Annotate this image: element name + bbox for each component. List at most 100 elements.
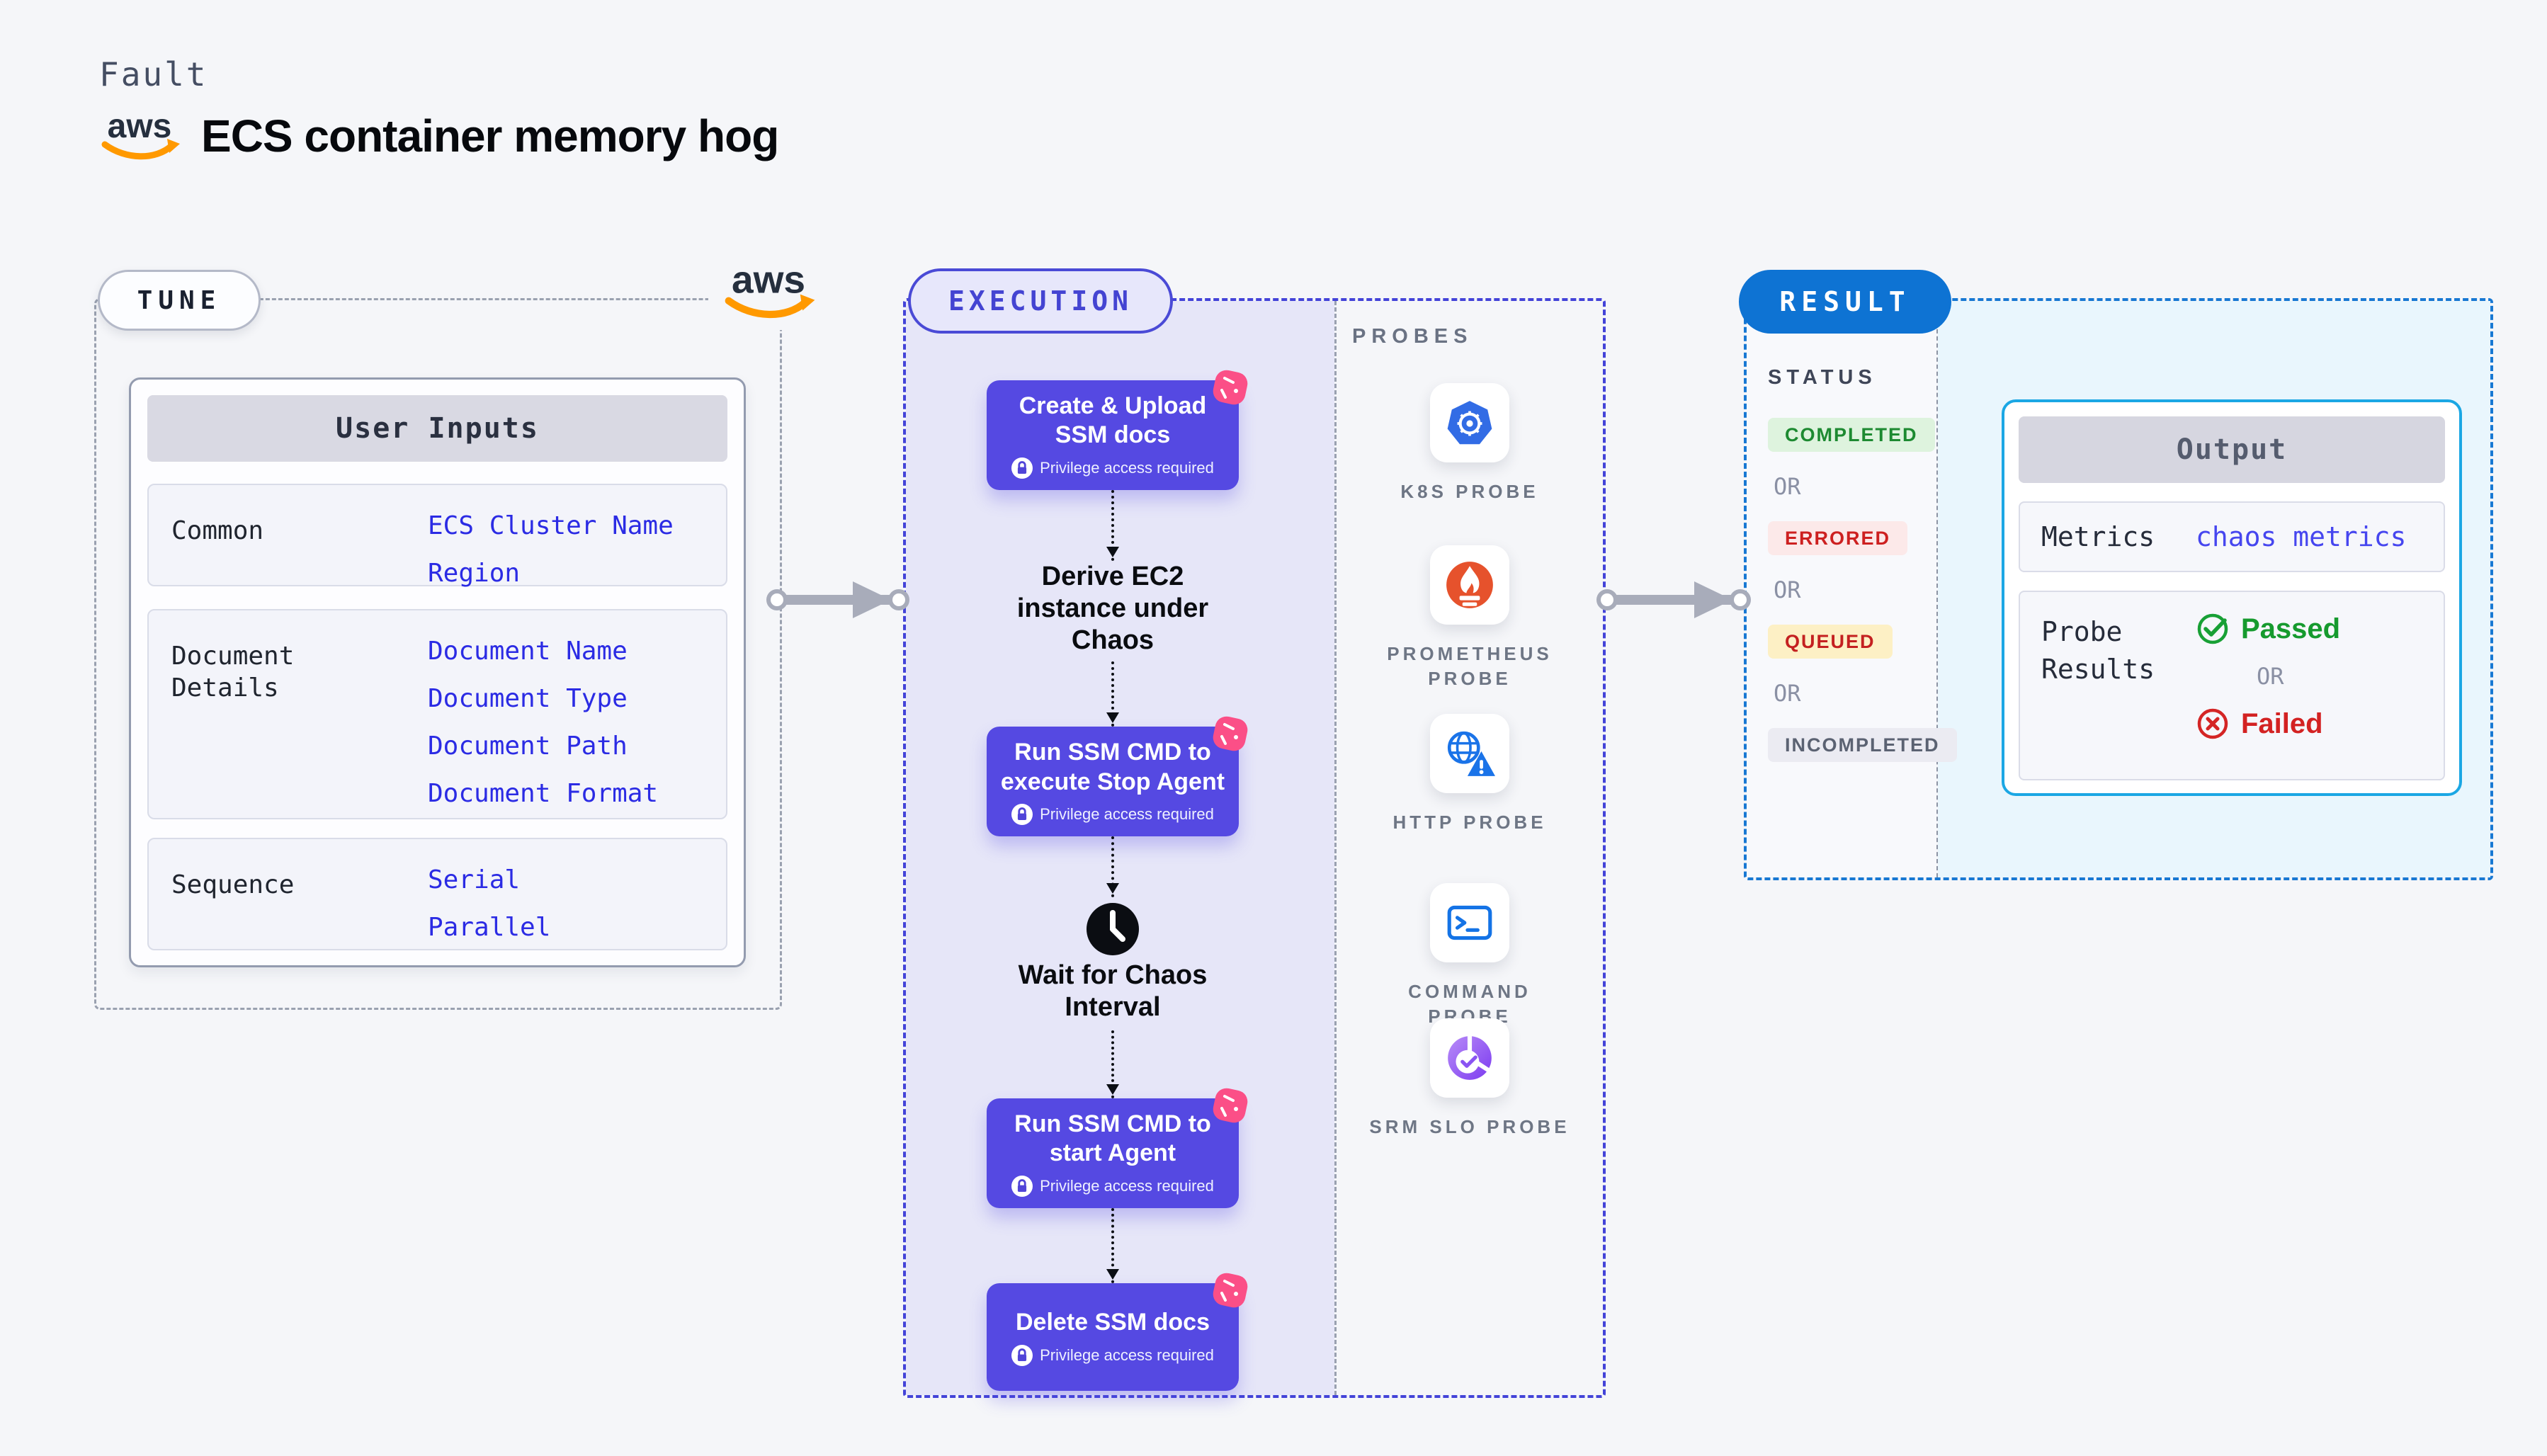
lock-icon (1011, 1175, 1033, 1197)
flow-connector (1106, 1207, 1119, 1283)
aws-logo-icon: aws (708, 252, 829, 330)
user-inputs-header: User Inputs (147, 395, 727, 462)
svg-text:aws: aws (108, 108, 172, 145)
lock-icon (1011, 804, 1033, 826)
row-label: Common (171, 516, 264, 545)
kubernetes-icon (1430, 383, 1509, 462)
or-separator: OR (2257, 663, 2284, 690)
execution-badge: EXECUTION (908, 268, 1173, 334)
flow-connector (1106, 836, 1119, 898)
execution-steps-column: Create & Upload SSM docs Privilege acces… (987, 370, 1248, 1391)
privilege-label: Privilege access required (1040, 805, 1214, 824)
status-heading: STATUS (1768, 366, 1877, 389)
probe-label: SRM SLO PROBE (1369, 1116, 1570, 1137)
result-badge: RESULT (1739, 270, 1951, 334)
passed-label: Passed (2241, 613, 2341, 644)
lock-icon (1011, 1344, 1033, 1366)
tune-section-boundary (94, 298, 782, 1010)
fault-kind-label: Fault (99, 55, 208, 93)
svg-text:aws: aws (732, 258, 805, 301)
user-input-row-document-details: Document Details Document Name Document … (147, 609, 727, 819)
probe-results-values: Passed OR Failed (2196, 592, 2340, 779)
output-header: Output (2019, 416, 2445, 483)
status-separator-line (1936, 301, 1938, 877)
privilege-chip: Privilege access required (1011, 457, 1214, 479)
probe-item-srm-slo: SRM SLO PROBE (1337, 1018, 1603, 1139)
status-panel (1747, 301, 1936, 877)
srm-slo-icon (1430, 1018, 1509, 1098)
step-title: Create & Upload SSM docs (1019, 392, 1207, 449)
probe-item-command: COMMAND PROBE (1337, 883, 1603, 1029)
status-badge-completed: COMPLETED (1768, 418, 1935, 452)
row-values: ECS Cluster Name Region (405, 485, 726, 588)
status-badge-incompleted: INCOMPLETED (1768, 728, 1957, 762)
execution-section-boundary: Create & Upload SSM docs Privilege acces… (903, 298, 1606, 1398)
status-badge-queued: QUEUED (1768, 625, 1893, 659)
wait-clock-icon (1085, 902, 1140, 957)
chaos-pinwheel-icon (1213, 1088, 1248, 1123)
step-run-ssm-cmd-start-agent: Run SSM CMD to start Agent Privilege acc… (987, 1088, 1248, 1208)
failed-label: Failed (2241, 707, 2323, 739)
input-value: Region (428, 559, 521, 588)
probes-separator-line (1334, 301, 1337, 1395)
chaos-pinwheel-icon (1213, 717, 1248, 751)
user-input-row-sequence: Sequence Serial Parallel (147, 838, 727, 950)
title-row: aws ECS container memory hog (96, 108, 779, 164)
flow-connector (1106, 1030, 1119, 1099)
user-inputs-card: User Inputs Common ECS Cluster Name Regi… (129, 377, 746, 967)
or-separator: OR (1774, 680, 1801, 707)
privilege-chip: Privilege access required (1011, 1344, 1214, 1366)
step-delete-ssm-docs: Delete SSM docs Privilege access require… (987, 1273, 1248, 1391)
chaos-pinwheel-icon (1213, 1273, 1248, 1308)
or-separator: OR (1774, 576, 1801, 603)
terminal-icon (1430, 883, 1509, 962)
prometheus-icon (1430, 545, 1509, 625)
probe-results-row: Probe Results Passed OR (2019, 591, 2445, 780)
probe-item-prometheus: PROMETHEUS PROBE (1337, 545, 1603, 691)
row-values: Document Name Document Type Document Pat… (405, 610, 726, 818)
input-value: Document Path (428, 732, 628, 761)
probe-results-label: Probe Results (2041, 616, 2155, 686)
metrics-value: chaos metrics (2196, 521, 2407, 552)
probes-panel (1337, 301, 1603, 1395)
page-title: ECS container memory hog (201, 110, 779, 161)
input-value: ECS Cluster Name (428, 511, 674, 540)
flow-connector (1106, 489, 1119, 561)
row-label: Sequence (171, 870, 295, 899)
status-badge-errored: ERRORED (1768, 521, 1908, 555)
input-value: Serial (428, 865, 521, 894)
http-globe-icon (1430, 714, 1509, 793)
row-label: Document Details (171, 642, 295, 703)
probe-label: HTTP PROBE (1392, 812, 1547, 833)
probe-item-http: HTTP PROBE (1337, 714, 1603, 835)
probe-label: K8S PROBE (1400, 481, 1539, 502)
metrics-label: Metrics (2041, 521, 2155, 552)
privilege-label: Privilege access required (1040, 1346, 1214, 1364)
privilege-chip: Privilege access required (1011, 804, 1214, 826)
input-value: Document Format (428, 779, 659, 808)
lock-icon (1011, 457, 1033, 479)
probes-heading: PROBES (1352, 325, 1473, 348)
step-create-upload-ssm-docs: Create & Upload SSM docs Privilege acces… (987, 370, 1248, 490)
flow-connector (1106, 661, 1119, 727)
privilege-label: Privilege access required (1040, 458, 1214, 477)
input-value: Document Name (428, 637, 628, 666)
step-run-ssm-cmd-stop-agent: Run SSM CMD to execute Stop Agent Privil… (987, 717, 1248, 837)
row-values: Serial Parallel (405, 839, 726, 949)
passed-line: Passed (2196, 612, 2340, 646)
input-value: Parallel (428, 913, 551, 942)
check-circle-icon (2197, 613, 2228, 644)
probe-label: PROMETHEUS PROBE (1387, 643, 1553, 690)
step-title: Delete SSM docs (1016, 1309, 1210, 1336)
or-separator: OR (1774, 473, 1801, 500)
step-title: Run SSM CMD to start Agent (1014, 1110, 1211, 1167)
output-panel: Output Metrics chaos metrics Probe Resul… (2002, 399, 2462, 796)
step-title: Run SSM CMD to execute Stop Agent (1000, 739, 1225, 795)
status-column: STATUS COMPLETED OR ERRORED OR QUEUED OR… (1768, 366, 1957, 783)
privilege-chip: Privilege access required (1011, 1175, 1214, 1197)
result-section-boundary: STATUS COMPLETED OR ERRORED OR QUEUED OR… (1744, 298, 2493, 880)
user-input-row-common: Common ECS Cluster Name Region (147, 484, 727, 588)
metrics-row: Metrics chaos metrics (2019, 501, 2445, 572)
step-derive-ec2-instance: Derive EC2 instance under Chaos (1016, 561, 1209, 655)
